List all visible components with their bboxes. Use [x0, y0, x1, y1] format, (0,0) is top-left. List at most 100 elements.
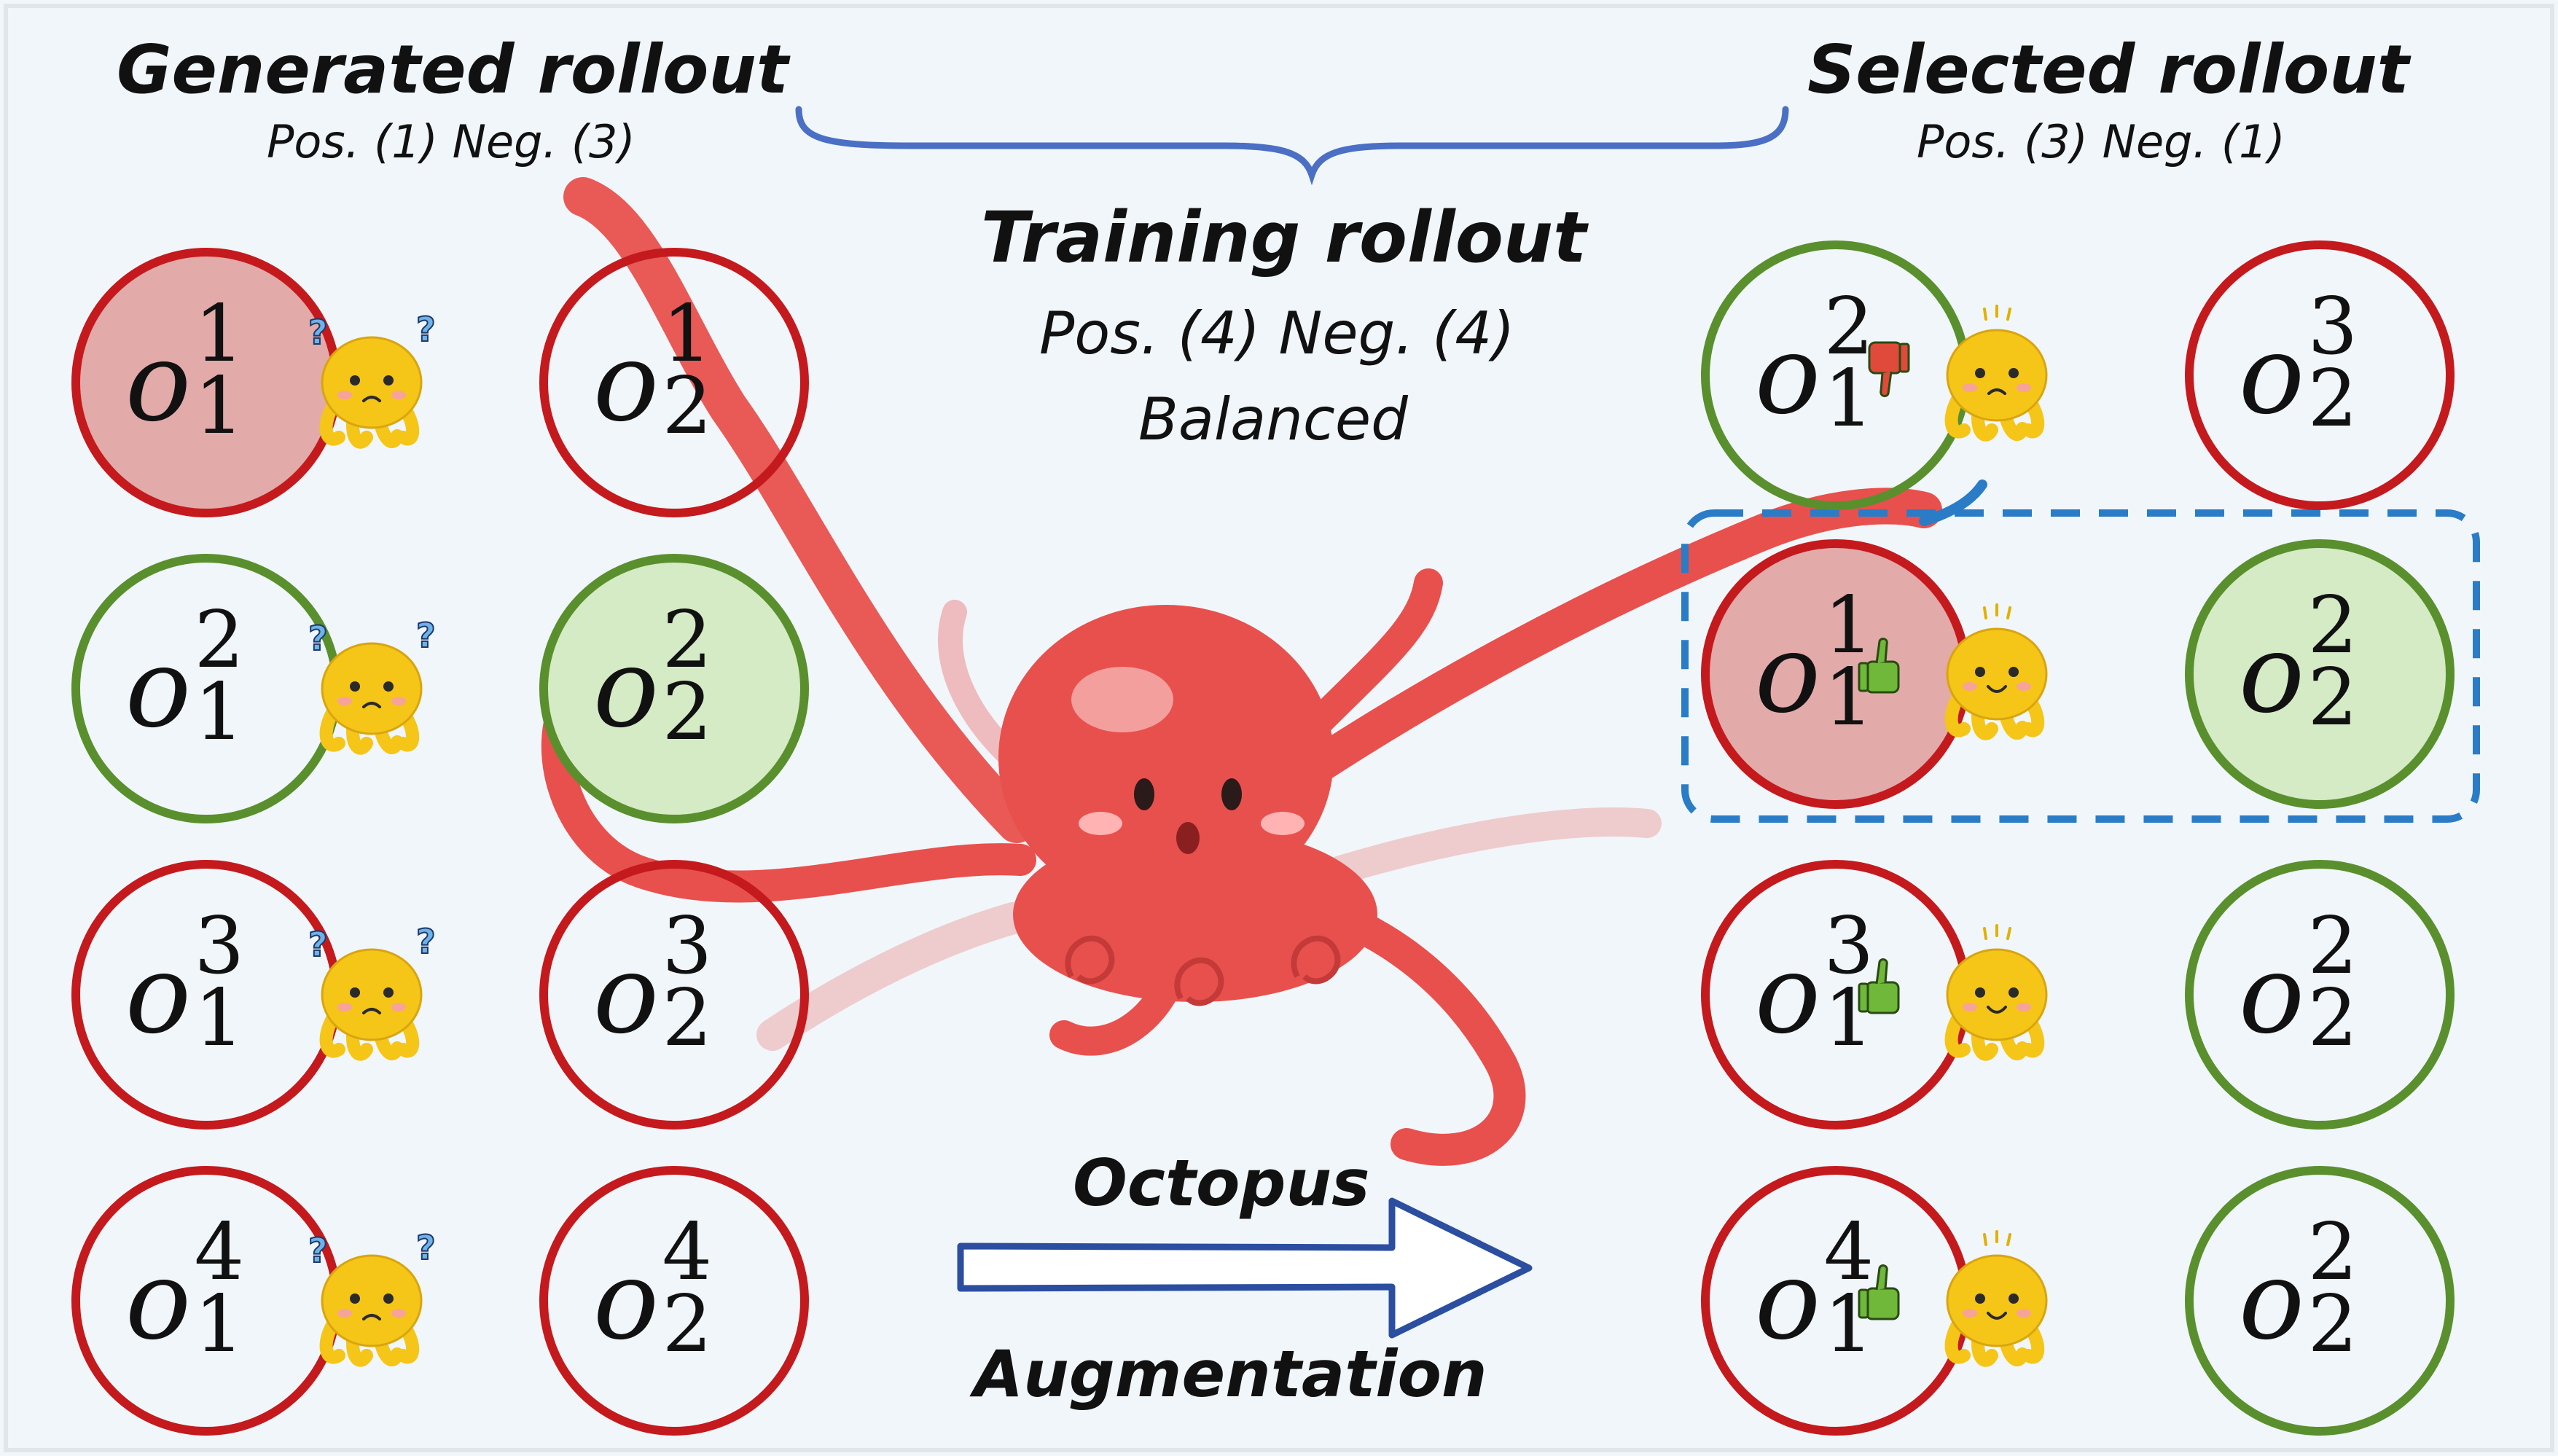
happy-mascot-icon	[1944, 924, 2048, 1061]
rollout-subscript: 1	[194, 667, 245, 759]
rollout-superscript: 1	[1823, 579, 1874, 671]
rollout-subscript: 2	[662, 667, 713, 759]
rollout-subscript: 2	[662, 1279, 713, 1371]
augmentation-arrow	[957, 1197, 1533, 1339]
training-brace	[795, 106, 1789, 186]
rollout-superscript: 2	[2307, 900, 2358, 992]
rollout-subscript: 2	[2307, 973, 2358, 1065]
rollout-superscript: 2	[2307, 1206, 2358, 1298]
rollout-superscript: 3	[1823, 900, 1874, 992]
rollout-superscript: 4	[194, 1206, 245, 1298]
confused-mascot-icon: ??	[308, 309, 437, 449]
svg-text:?: ?	[416, 616, 436, 655]
rollout-subscript: 2	[2307, 652, 2358, 744]
rollout-subscript: 2	[2307, 1279, 2358, 1371]
rollout-subscript: 1	[194, 361, 245, 453]
rollout-superscript: 1	[194, 288, 245, 380]
confused-mascot-icon: ??	[308, 921, 437, 1061]
rollout-subscript: 1	[194, 1279, 245, 1371]
svg-text:?: ?	[416, 922, 436, 961]
rollout-superscript: 2	[1823, 281, 1874, 372]
rollout-superscript: 2	[194, 594, 245, 686]
thumbs-up-icon	[1858, 1264, 1900, 1320]
confused-mascot-icon: ??	[308, 615, 437, 755]
rollout-subscript: 2	[662, 361, 713, 453]
sad-mascot-icon	[1944, 305, 2048, 442]
confused-mascot-icon: ??	[308, 1227, 437, 1367]
rollout-superscript: 3	[662, 900, 713, 992]
rollout-superscript: 3	[194, 900, 245, 992]
happy-mascot-icon	[1944, 1230, 2048, 1367]
selected-rollout-title: Selected rollout	[1807, 31, 2409, 109]
selected-rollout-counts: Pos. (3) Neg. (1)	[1917, 115, 2285, 168]
svg-text:?: ?	[308, 619, 328, 658]
rollout-superscript: 3	[2307, 281, 2358, 372]
rollout-superscript: 1	[662, 288, 713, 380]
training-rollout-title: Training rollout	[981, 197, 1587, 278]
selected-pair-box	[1681, 509, 2480, 823]
thumbs-up-icon	[1858, 638, 1900, 694]
selection-hook	[1919, 480, 1987, 526]
rollout-subscript: 2	[662, 973, 713, 1065]
training-rollout-counts: Pos. (4) Neg. (4)	[1039, 300, 1515, 367]
rollout-superscript: 4	[1823, 1206, 1874, 1298]
svg-text:?: ?	[308, 925, 328, 964]
thumbs-down-icon	[1868, 341, 1910, 397]
generated-rollout-title: Generated rollout	[117, 31, 789, 109]
training-rollout-balanced: Balanced	[1138, 385, 1408, 453]
svg-text:?: ?	[308, 1231, 328, 1270]
svg-text:?: ?	[416, 1228, 436, 1267]
svg-text:?: ?	[416, 310, 436, 349]
rollout-subscript: 2	[2307, 353, 2358, 445]
rollout-subscript: 1	[194, 973, 245, 1065]
augmentation-label: Augmentation	[974, 1336, 1487, 1412]
thumbs-up-icon	[1858, 958, 1900, 1014]
rollout-superscript: 4	[662, 1206, 713, 1298]
rollout-superscript: 2	[662, 594, 713, 686]
rollout-subscript: 1	[1823, 353, 1874, 445]
